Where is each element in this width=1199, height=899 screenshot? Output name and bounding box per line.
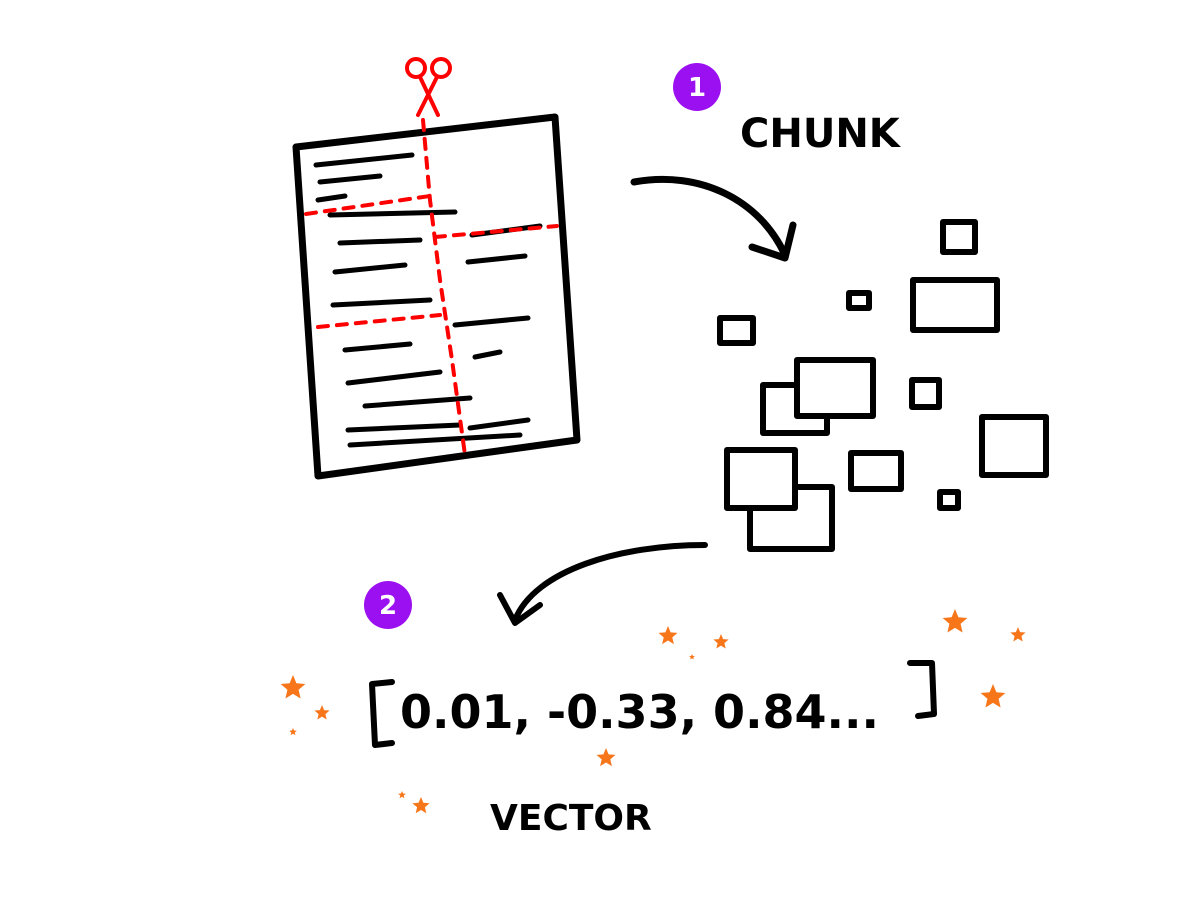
- vector-label: VECTOR: [490, 798, 652, 839]
- chunk-label: CHUNK: [740, 111, 902, 157]
- svg-text:2: 2: [379, 591, 397, 621]
- step-1-badge: 1: [673, 63, 721, 111]
- star-icon: [314, 705, 330, 720]
- star-icon: [942, 609, 968, 633]
- star-icon: [398, 791, 406, 799]
- star-icon: [412, 797, 430, 814]
- vector-brackets: [369, 660, 937, 748]
- star-icon: [689, 654, 695, 660]
- star-icon: [1010, 627, 1026, 642]
- star-icon: [596, 748, 616, 767]
- star-icon: [289, 728, 297, 736]
- vector-values: 0.01, -0.33, 0.84...: [400, 685, 879, 739]
- star-icon: [280, 675, 306, 699]
- arrow-icon: [497, 542, 708, 626]
- document-icon: [292, 113, 581, 480]
- chunks: [717, 219, 1049, 552]
- cut-lines: [304, 118, 559, 457]
- svg-text:1: 1: [688, 73, 706, 103]
- star-icon: [980, 684, 1006, 708]
- star-icon: [658, 626, 678, 645]
- step-2-badge: 2: [364, 581, 412, 629]
- star-icon: [280, 609, 1026, 814]
- scissors-icon: [405, 57, 452, 117]
- star-icon: [713, 634, 729, 649]
- arrow-icon: [630, 175, 797, 262]
